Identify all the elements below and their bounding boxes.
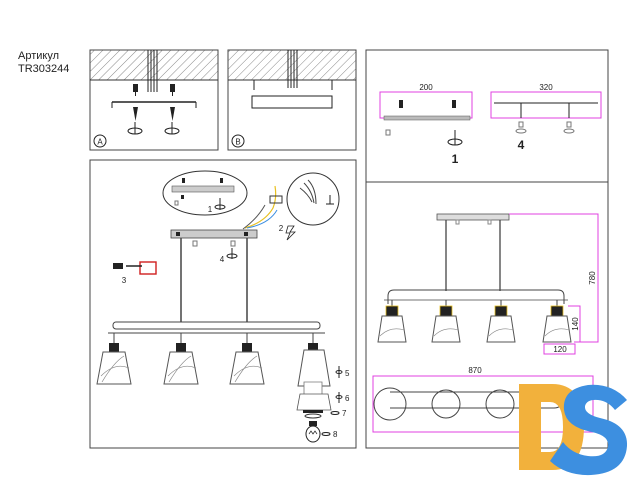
ds-logo xyxy=(519,384,628,476)
lamp-shade-4-exploded xyxy=(296,343,332,426)
bulb-icon xyxy=(305,425,321,443)
wall-anchor-icon xyxy=(170,84,175,96)
lamp-shade-3 xyxy=(229,343,265,385)
panel-a-badge: A xyxy=(97,138,103,147)
dim-length-label: 870 xyxy=(468,366,482,375)
option-number-right: 4 xyxy=(518,138,525,152)
panel-top-right: 200 1 320 4 xyxy=(365,49,609,183)
panel-b-badge: B xyxy=(235,138,240,147)
lamp-shade-2 xyxy=(163,343,199,385)
callout-1: 1 xyxy=(208,205,213,214)
power-warning-icon xyxy=(285,225,296,241)
set-screw-icon xyxy=(113,263,123,269)
lamp-shade-dim-2 xyxy=(431,305,461,343)
dim-320-label: 320 xyxy=(539,83,553,92)
panel-b: B xyxy=(227,49,357,151)
lamp-shade-dim-1 xyxy=(377,305,407,343)
screw-icon xyxy=(170,107,175,121)
screwdriver-rotate-icon xyxy=(127,122,143,135)
option-number-left: 1 xyxy=(452,152,459,166)
article-number: TR303244 xyxy=(18,63,70,75)
ground-icon xyxy=(326,195,334,205)
callout-8: 8 xyxy=(333,430,338,439)
callout-5: 5 xyxy=(345,369,350,378)
lamp-shade-dim-4 xyxy=(542,305,572,343)
dim-height-label: 780 xyxy=(588,271,597,285)
wall-anchor-icon xyxy=(133,84,138,96)
lamp-shade-1 xyxy=(96,343,132,385)
dim-shade-width-label: 120 xyxy=(553,345,567,354)
callout-6: 6 xyxy=(345,394,350,403)
wall-anchor-icon xyxy=(452,100,456,108)
wall-anchor-icon xyxy=(399,100,403,108)
screw-icon xyxy=(133,107,138,121)
article-label: Артикул xyxy=(18,50,60,62)
panel-dimensions: 780 140 120 870 xyxy=(365,181,609,449)
callout-2: 2 xyxy=(279,224,284,233)
screwdriver-rotate-icon xyxy=(164,122,180,135)
callout-7: 7 xyxy=(342,409,347,418)
panel-a: A xyxy=(89,49,219,151)
callout-4: 4 xyxy=(220,255,225,264)
dim-200-label: 200 xyxy=(419,83,433,92)
panel-assembly: 1 2 4 3 xyxy=(89,159,357,449)
dim-shade-height-label: 140 xyxy=(571,317,580,331)
screwdriver-rotate-icon xyxy=(447,130,463,146)
lamp-shade-dim-3 xyxy=(486,305,516,343)
callout-3: 3 xyxy=(122,276,127,285)
